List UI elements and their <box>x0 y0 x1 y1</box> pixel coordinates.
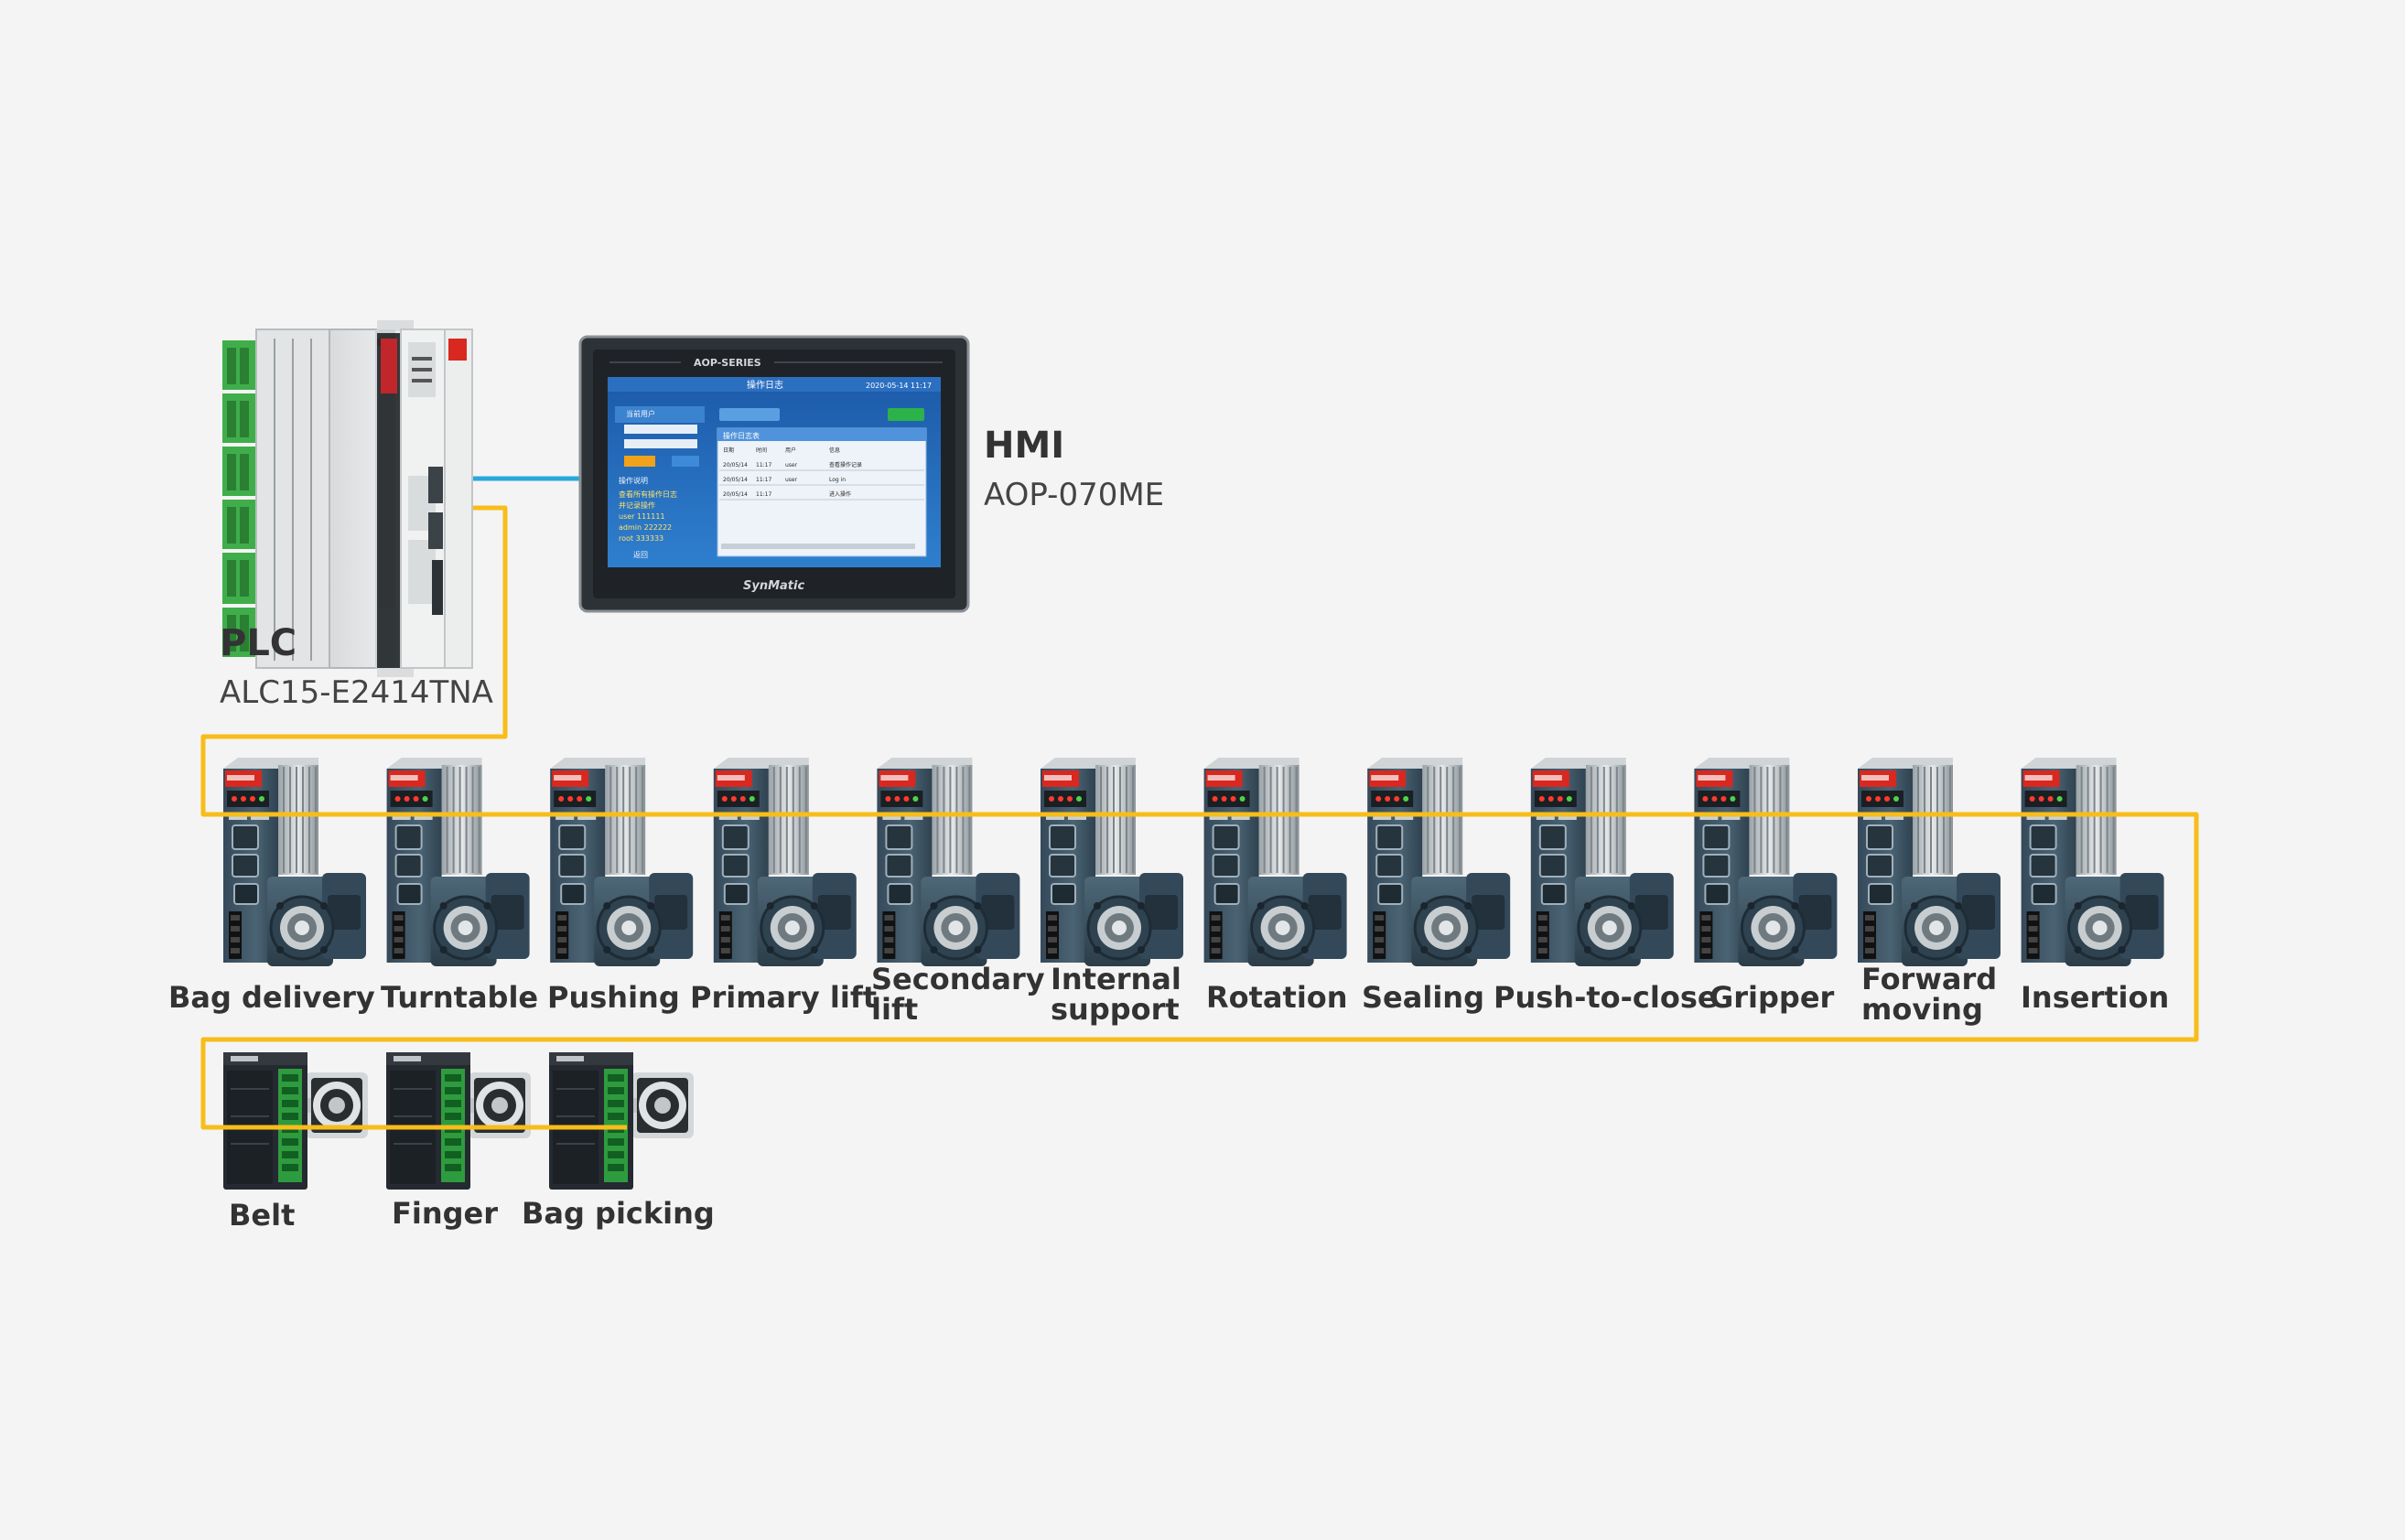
servo-drive-unit <box>1856 756 2002 968</box>
stepper-label: Finger <box>392 1196 498 1231</box>
servo-label: Secondary lift <box>871 962 1045 1027</box>
stepper-drive-unit <box>222 1051 369 1190</box>
servo-label: Insertion <box>2021 980 2170 1015</box>
plc-model: ALC15-E2414TNA <box>220 674 493 711</box>
hmi-left-row: admin 222222 <box>619 523 672 532</box>
stepper-drive-unit <box>548 1051 695 1190</box>
hmi-table-cell: user <box>785 477 798 483</box>
hmi-left-row: 查看所有操作日志 <box>619 490 677 499</box>
servo-label: Pushing <box>547 980 680 1015</box>
hmi-table-cell: 20/05/14 <box>723 477 748 483</box>
hmi-table-cell: 20/05/14 <box>723 491 748 498</box>
servo-label: Internal support <box>1051 962 1181 1027</box>
hmi-table-cell: 进入操作 <box>829 490 851 498</box>
hmi-table-cell: 查看操作记录 <box>829 461 862 468</box>
servo-drive-unit <box>221 756 368 968</box>
servo-drive-unit <box>1365 756 1512 968</box>
servo-drive-unit <box>1692 756 1839 968</box>
servo-label: Gripper <box>1709 980 1835 1015</box>
stepper-label: Bag picking <box>522 1196 715 1231</box>
servo-label: Forward moving <box>1861 962 1998 1027</box>
servo-label: Turntable <box>381 980 539 1015</box>
hmi-bezel-brand: SynMatic <box>743 579 804 593</box>
hmi-bezel-top: AOP-SERIES <box>694 357 761 369</box>
stepper-label: Belt <box>229 1198 296 1233</box>
servo-label: Sealing <box>1362 980 1484 1015</box>
servo-label: Push-to-close <box>1494 980 1718 1015</box>
hmi-table-header: 信息 <box>829 447 840 454</box>
hmi-left-panel: 当前用户 操作说明 查看所有操作日志 并记录操作 user 111111 adm… <box>619 409 677 559</box>
stepper-drive-unit <box>385 1051 532 1190</box>
hmi-left-row: root 333333 <box>619 534 663 543</box>
hmi-model: AOP-070ME <box>984 477 1164 513</box>
hmi-table-cell: 20/05/14 <box>723 462 748 468</box>
hmi-table-header: 用户 <box>785 447 796 454</box>
hmi-log-table: 日期 时间 用户 信息 20/05/14 11:17 user 查看操作记录 20/05/14 1… <box>719 447 924 501</box>
servo-drive-unit <box>2020 756 2166 968</box>
plc-device <box>222 320 473 677</box>
hmi-table-header: 时间 <box>756 447 767 454</box>
hmi-left-row: 当前用户 <box>626 409 655 418</box>
servo-drive-unit <box>385 756 532 968</box>
servo-drive-unit <box>1202 756 1349 968</box>
hmi-table-cell: 11:17 <box>756 462 771 468</box>
plc-title: PLC <box>220 622 297 664</box>
servo-drive-unit <box>875 756 1021 968</box>
hmi-table-title: 操作日志表 <box>723 431 760 440</box>
hmi-table-cell: user <box>785 462 798 468</box>
hmi-screen-datetime: 2020-05-14 11:17 <box>866 382 932 390</box>
servo-drive-unit <box>548 756 695 968</box>
servo-label: Primary lift <box>690 980 878 1015</box>
hmi-title: HMI <box>984 425 1064 467</box>
servo-drives <box>221 756 2166 968</box>
hmi-screen-header: 操作日志 <box>747 379 783 391</box>
hmi-table-cell: 11:17 <box>756 491 771 498</box>
hmi-device: AOP-SERIES 操作日志 2020-05-14 11:17 当前用户 操作… <box>578 335 970 613</box>
hmi-table-header: 日期 <box>723 447 734 454</box>
hmi-table-cell: Log in <box>829 477 846 483</box>
servo-drive-unit <box>712 756 858 968</box>
hmi-left-row: user 111111 <box>619 512 665 521</box>
servo-drive-unit <box>1039 756 1185 968</box>
servo-label: Rotation <box>1206 980 1348 1015</box>
stepper-drives <box>222 1051 695 1190</box>
hmi-left-row: 操作说明 <box>619 476 648 485</box>
servo-label: Bag delivery <box>168 980 375 1015</box>
servo-drive-unit <box>1529 756 1676 968</box>
hmi-table-cell: 11:17 <box>756 477 771 483</box>
hmi-left-row: 并记录操作 <box>619 501 655 510</box>
bus-line-overlay <box>203 812 2196 1130</box>
hmi-back-button[interactable]: 返回 <box>633 551 648 559</box>
